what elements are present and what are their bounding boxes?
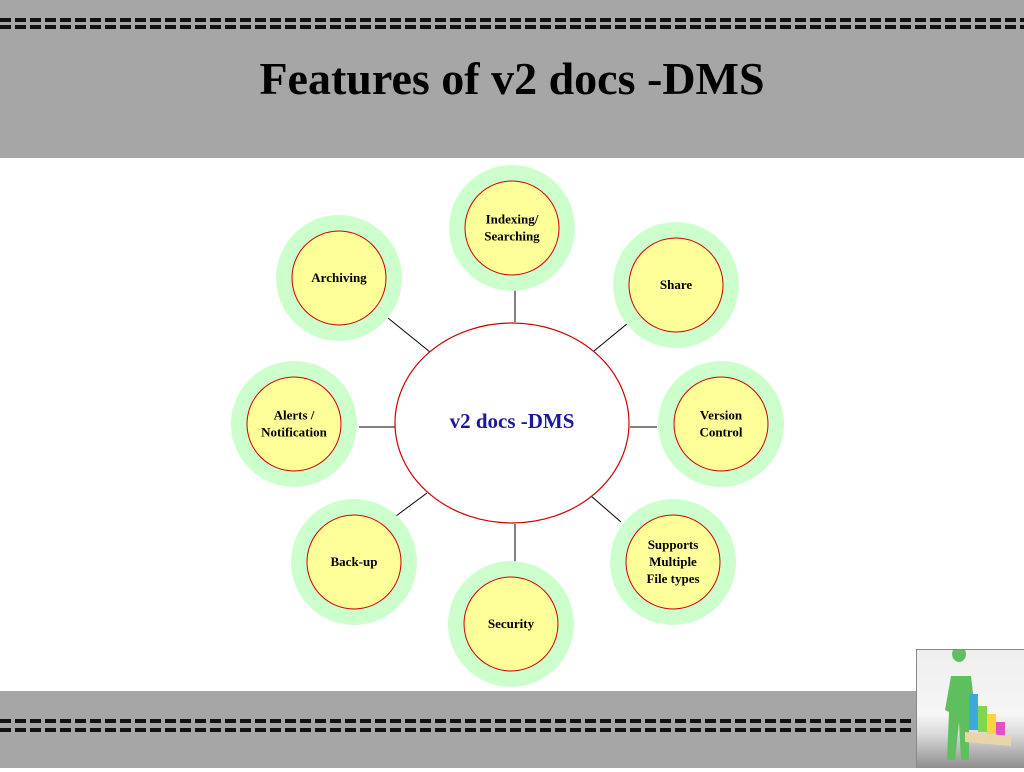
node-label-line: Back-up — [331, 554, 378, 569]
connector-share — [594, 323, 628, 351]
node-label-line: Control — [699, 425, 742, 440]
node-label-line: Share — [660, 277, 692, 292]
feature-node-backup: Back-up — [291, 499, 417, 625]
node-label-line: Notification — [261, 425, 327, 440]
node-label-line: Alerts / — [274, 408, 315, 423]
connector-file-types — [591, 496, 621, 522]
node-label-line: Multiple — [649, 554, 697, 569]
feature-node-alerts: Alerts / Notification — [231, 361, 357, 487]
node-label-archiving: Archiving — [311, 270, 367, 285]
node-label-line: Indexing/ — [486, 212, 539, 227]
node-label-line: Archiving — [311, 270, 367, 285]
node-label-line: File types — [646, 571, 699, 586]
node-label-backup: Back-up — [331, 554, 378, 569]
connector-archiving — [388, 318, 430, 352]
feature-node-security: Security — [448, 561, 574, 687]
node-label-line: Supports — [648, 537, 699, 552]
center-label: v2 docs -DMS — [450, 409, 575, 433]
node-label-line: Version — [700, 408, 743, 423]
connector-backup — [396, 493, 427, 516]
node-label-line: Searching — [484, 229, 540, 244]
feature-node-indexing: Indexing/Searching — [449, 165, 575, 291]
node-label-line: Security — [488, 616, 535, 631]
feature-node-share: Share — [613, 222, 739, 348]
center-hub: v2 docs -DMS — [395, 323, 629, 523]
node-label-security: Security — [488, 616, 535, 631]
feature-node-archiving: Archiving — [276, 215, 402, 341]
node-label-share: Share — [660, 277, 692, 292]
